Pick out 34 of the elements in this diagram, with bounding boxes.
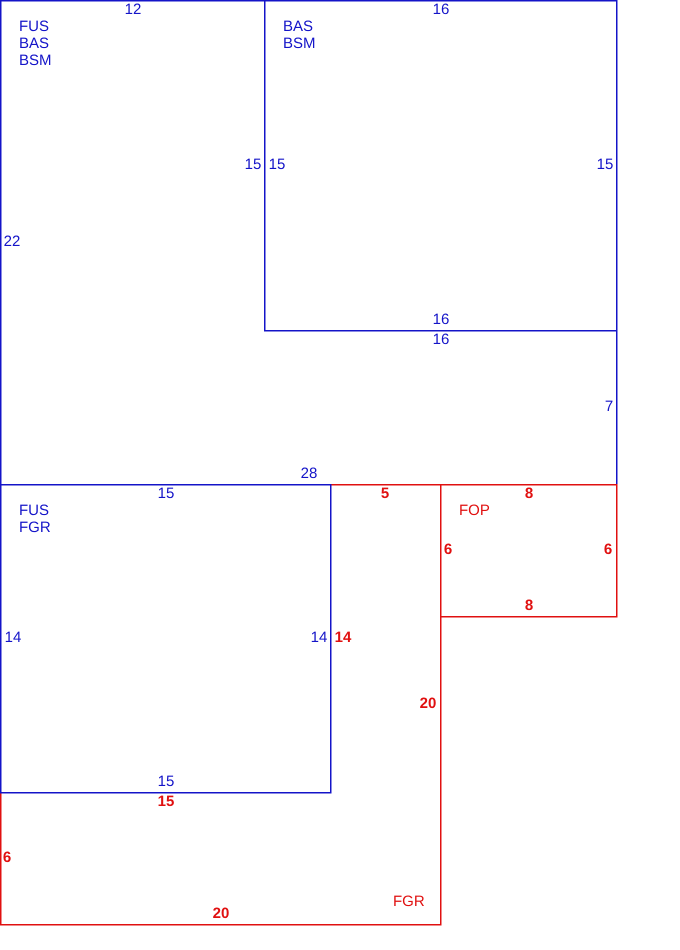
dimension-label: 15 [244,157,262,173]
dimension-label: 15 [158,486,174,502]
region-outline [264,0,617,331]
dimension-label: 6 [2,850,12,866]
dimension-label: 6 [444,542,452,558]
dimension-label: 8 [524,486,534,502]
region-label: FGR [393,893,426,910]
region-outline [0,484,331,793]
dimension-label: 28 [300,466,318,482]
region-label: FUS BAS BSM [19,18,53,69]
dimension-label: 20 [420,696,436,712]
dimension-label: 15 [158,794,174,810]
region-outline [440,484,617,617]
dimension-label: 16 [432,2,450,18]
dimension-label: 14 [334,630,352,646]
dimension-label: 8 [524,598,534,614]
region-label: BAS BSM [283,18,317,52]
dimension-label: 12 [124,2,142,18]
dimension-label: 16 [432,312,450,328]
dimension-label: 22 [4,234,20,250]
dimension-label: 6 [604,542,612,558]
dimension-label: 15 [268,157,286,173]
dimension-label: 15 [596,157,614,173]
dimension-label: 14 [310,630,328,646]
dimension-label: 5 [380,486,390,502]
dimension-label: 16 [432,332,450,348]
dimension-label: 20 [212,906,230,922]
dimension-label: 7 [604,399,614,415]
region-label: FUS FGR [19,502,52,536]
region-outline [0,484,441,925]
region-label: FOP [459,502,491,519]
dimension-label: 15 [158,774,174,790]
region-outline [0,0,617,485]
dimension-label: 14 [4,630,22,646]
